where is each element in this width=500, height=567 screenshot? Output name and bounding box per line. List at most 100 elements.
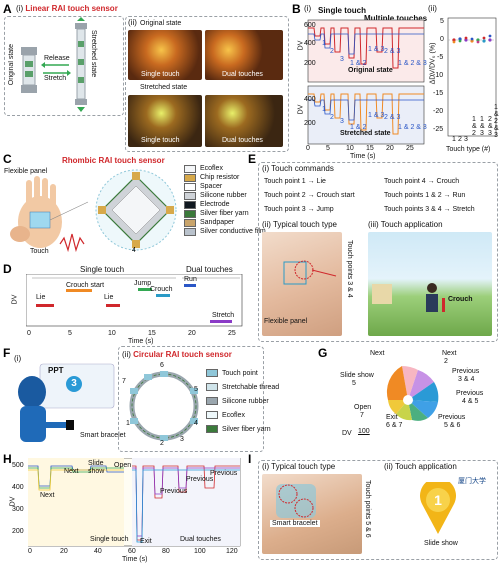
g-item-title: Next (442, 350, 457, 357)
d-xtick: 5 (68, 330, 72, 337)
b-label: 1 & 2 & 3 (398, 124, 427, 131)
b-ytick: 600 (304, 22, 316, 29)
b-xtick: 25 (406, 145, 414, 152)
f-num: 4 (194, 420, 198, 427)
f-bracelet-label: Smart bracelet (80, 432, 126, 439)
hand-illustration (10, 176, 89, 253)
b-label: 1 (322, 40, 326, 47)
i-sub-ii: (ii) Touch application (384, 462, 457, 471)
legend-row: Silver conductive film (184, 227, 266, 236)
b-xtick: 10 (346, 145, 354, 152)
panel-e-frame (258, 162, 498, 342)
legend-row: Chip resistor (184, 173, 266, 182)
b-ytick: 400 (304, 96, 316, 103)
cmd-value: Crouch start (316, 192, 355, 199)
b-ii-xcat: 1 & 2 & 3 (494, 104, 499, 139)
b-xlabel: Time (s) (350, 153, 376, 160)
g-item-num: 5 (352, 380, 356, 387)
e-sub-ii: (ii) Typical touch type (262, 220, 337, 229)
d-dual-touches: Dual touches (186, 265, 233, 274)
i-touch-markers (276, 484, 316, 518)
h-xlabel: Time (s) (122, 556, 148, 563)
legend-text: Ecoflex (200, 165, 223, 172)
i-medal-icon (420, 482, 456, 534)
photo-stretched-dual (205, 95, 283, 147)
h-annot: Next (64, 468, 79, 475)
i-slide-show-label: Slide show (424, 540, 458, 547)
d-xtick: 0 (27, 330, 31, 337)
b-xtick: 0 (306, 145, 310, 152)
photo-dual-label-2: Dual touches (222, 137, 263, 144)
legend-text: Silicone rubber (222, 397, 269, 405)
f-num: 5 (194, 386, 198, 393)
f-ii-frame (118, 346, 264, 452)
h-xtick: 80 (162, 548, 170, 555)
b-ii-xlabel: Touch type (#) (446, 146, 491, 153)
g-item-num: 3 & 4 (458, 376, 475, 383)
panel-a-label: A (3, 2, 12, 16)
b-label: 1 & 3 (368, 46, 385, 53)
b-label: 1 & 2 & 3 (398, 60, 427, 67)
d-annot: Crouch start (66, 282, 105, 289)
cmd-key: Touch point 1 (264, 178, 306, 185)
b-ii-xcat: 1 (452, 136, 456, 143)
h-annot: Next (40, 492, 55, 499)
panel-b-ii-chart (447, 17, 497, 137)
photo-original-single (128, 30, 202, 80)
f-num: 1 (126, 420, 130, 427)
g-item-2: Next (442, 350, 456, 357)
panel-a-title: Linear RAI touch sensor (25, 4, 118, 13)
photo-dual-label-1: Dual touches (222, 71, 263, 78)
d-annot: Lie (104, 294, 114, 301)
g-item-1: Next (370, 350, 384, 357)
e-sub-iii: (iii) Touch application (368, 220, 443, 229)
e-cmd-6: Touch points 3 & 4 → Stretch (384, 206, 475, 213)
b-ytick: 200 (304, 120, 316, 127)
photo-single-label-2: Single touch (141, 137, 180, 144)
e-cmd-4: Touch point 4 → Crouch (384, 178, 460, 185)
g-dv-label: DV (342, 430, 352, 437)
e-touch-markers (283, 260, 337, 285)
legend-swatch (184, 191, 196, 200)
panel-g-label: G (318, 346, 328, 360)
legend-swatch (206, 369, 218, 377)
photo-single-label-1: Single touch (141, 71, 180, 78)
legend-row: Electrode (184, 200, 266, 209)
h-xtick: 120 (226, 548, 238, 555)
e-flex-panel-label: Flexible panel (264, 318, 308, 325)
g-item-title: Slide show (340, 372, 374, 379)
panel-b-sub-i: (i) (304, 4, 312, 13)
panel-a-sub-ii: (ii) (128, 18, 137, 27)
legend-row: Silver fiber yarn (206, 422, 279, 436)
e-sub-i: (i) Touch commands (262, 164, 334, 173)
h-xtick: 100 (194, 548, 206, 555)
d-xtick: 25 (228, 330, 236, 337)
panel-a-i-frame (4, 16, 124, 116)
d-annot: Crouch (150, 286, 173, 293)
release-label: Release (44, 55, 70, 62)
legend-swatch (184, 209, 196, 218)
cmd-value: Stretch (452, 206, 475, 213)
panel-b-label: B (292, 2, 301, 16)
stretch-label: Stretch (44, 75, 67, 82)
e-game-figure (372, 283, 445, 312)
h-xtick: 40 (94, 548, 102, 555)
e-touch-points-label: Touch points 3 & 4 (346, 240, 353, 298)
f-legend: Touch point Stretchable thread Silicone … (206, 366, 279, 436)
h-annot: Slide show (88, 460, 105, 475)
b-ii-ytick: -25 (433, 126, 444, 133)
legend-row: Touch point (206, 366, 279, 380)
g-item-num: 6 & 7 (386, 422, 403, 429)
linear-sensor-illustration (21, 17, 87, 112)
legend-row: Silver fiber yarn (184, 209, 266, 218)
b-ii-ytick: 5 (440, 18, 444, 25)
f-badge: 3 (66, 376, 82, 392)
h-annot: Previous (210, 470, 238, 477)
b-ytick: 200 (304, 60, 316, 67)
svg-text:4: 4 (132, 247, 136, 254)
h-annot: Exit (140, 538, 152, 545)
panel-i-frame (258, 460, 498, 560)
d-xlabel: Time (s) (128, 338, 154, 345)
g-item-title: Open (354, 404, 372, 411)
panel-d-label: D (3, 262, 12, 276)
